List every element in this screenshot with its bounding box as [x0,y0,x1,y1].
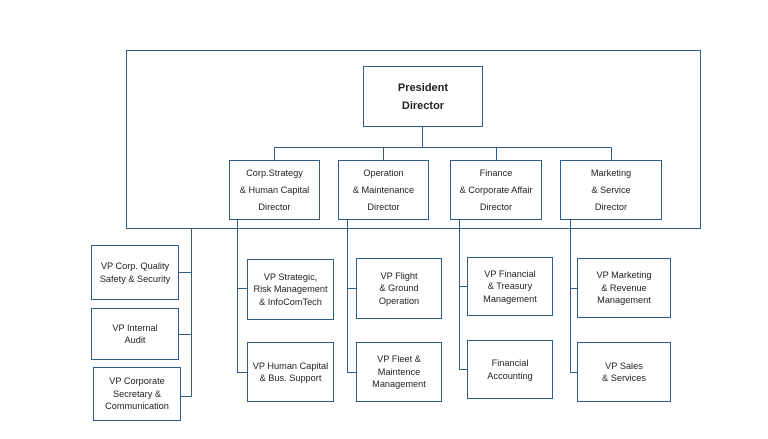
vp-box-flight-ground: VP Flight & Ground Operation [356,258,442,319]
director-box-marketing: Marketing & Service Director [560,160,662,220]
vp-label: VP Sales & Services [602,360,646,384]
vp-label: VP Corporate Secretary & Communication [105,376,169,412]
vp-box-internal-audit: VP Internal Audit [91,308,179,360]
vp-label: VP Internal Audit [112,322,158,346]
vp-box-fleet-maintenance: VP Fleet & Maintence Management [356,342,442,402]
vp-box-marketing-revenue: VP Marketing & Revenue Management [577,258,671,318]
president-director-box: President Director [363,66,483,127]
vp-box-strategic-risk: VP Strategic, Risk Management & InfoComT… [247,259,334,320]
vp-label: VP Marketing & Revenue Management [596,270,652,306]
vp-box-financial-accounting: Financial Accounting [467,340,553,399]
vp-label: VP Flight & Ground Operation [378,270,420,306]
vp-label: VP Financial & Treasury Management [483,268,537,304]
vp-label: VP Human Capital & Bus. Support [252,360,329,384]
vp-box-corporate-secretary: VP Corporate Secretary & Communication [93,367,181,421]
division-connector [237,220,577,373]
president-director-label: President Director [397,81,449,112]
board-frame [126,50,701,229]
director-box-finance: Finance & Corporate Affair Director [450,160,542,220]
vp-label: Financial Accounting [487,358,533,381]
president-connector [274,126,612,160]
vp-box-human-capital: VP Human Capital & Bus. Support [247,342,334,402]
director-label: Finance & Corporate Affair Director [459,167,533,212]
vp-label: VP Strategic, Risk Management & InfoComT… [253,271,328,307]
vp-box-sales-services: VP Sales & Services [577,342,671,402]
director-box-corp-strategy: Corp.Strategy & Human Capital Director [229,160,320,220]
vp-box-financial-treasury: VP Financial & Treasury Management [467,257,553,316]
vp-label: VP Fleet & Maintence Management [372,354,426,390]
vp-box-corp-quality: VP Corp. Quality Safety & Security [91,245,179,300]
director-label: Marketing & Service Director [590,167,632,212]
staff-connector [179,228,192,397]
director-box-operation: Operation & Maintenance Director [338,160,429,220]
director-label: Corp.Strategy & Human Capital Director [239,167,310,212]
director-label: Operation & Maintenance Director [352,167,415,212]
vp-label: VP Corp. Quality Safety & Security [99,261,171,284]
